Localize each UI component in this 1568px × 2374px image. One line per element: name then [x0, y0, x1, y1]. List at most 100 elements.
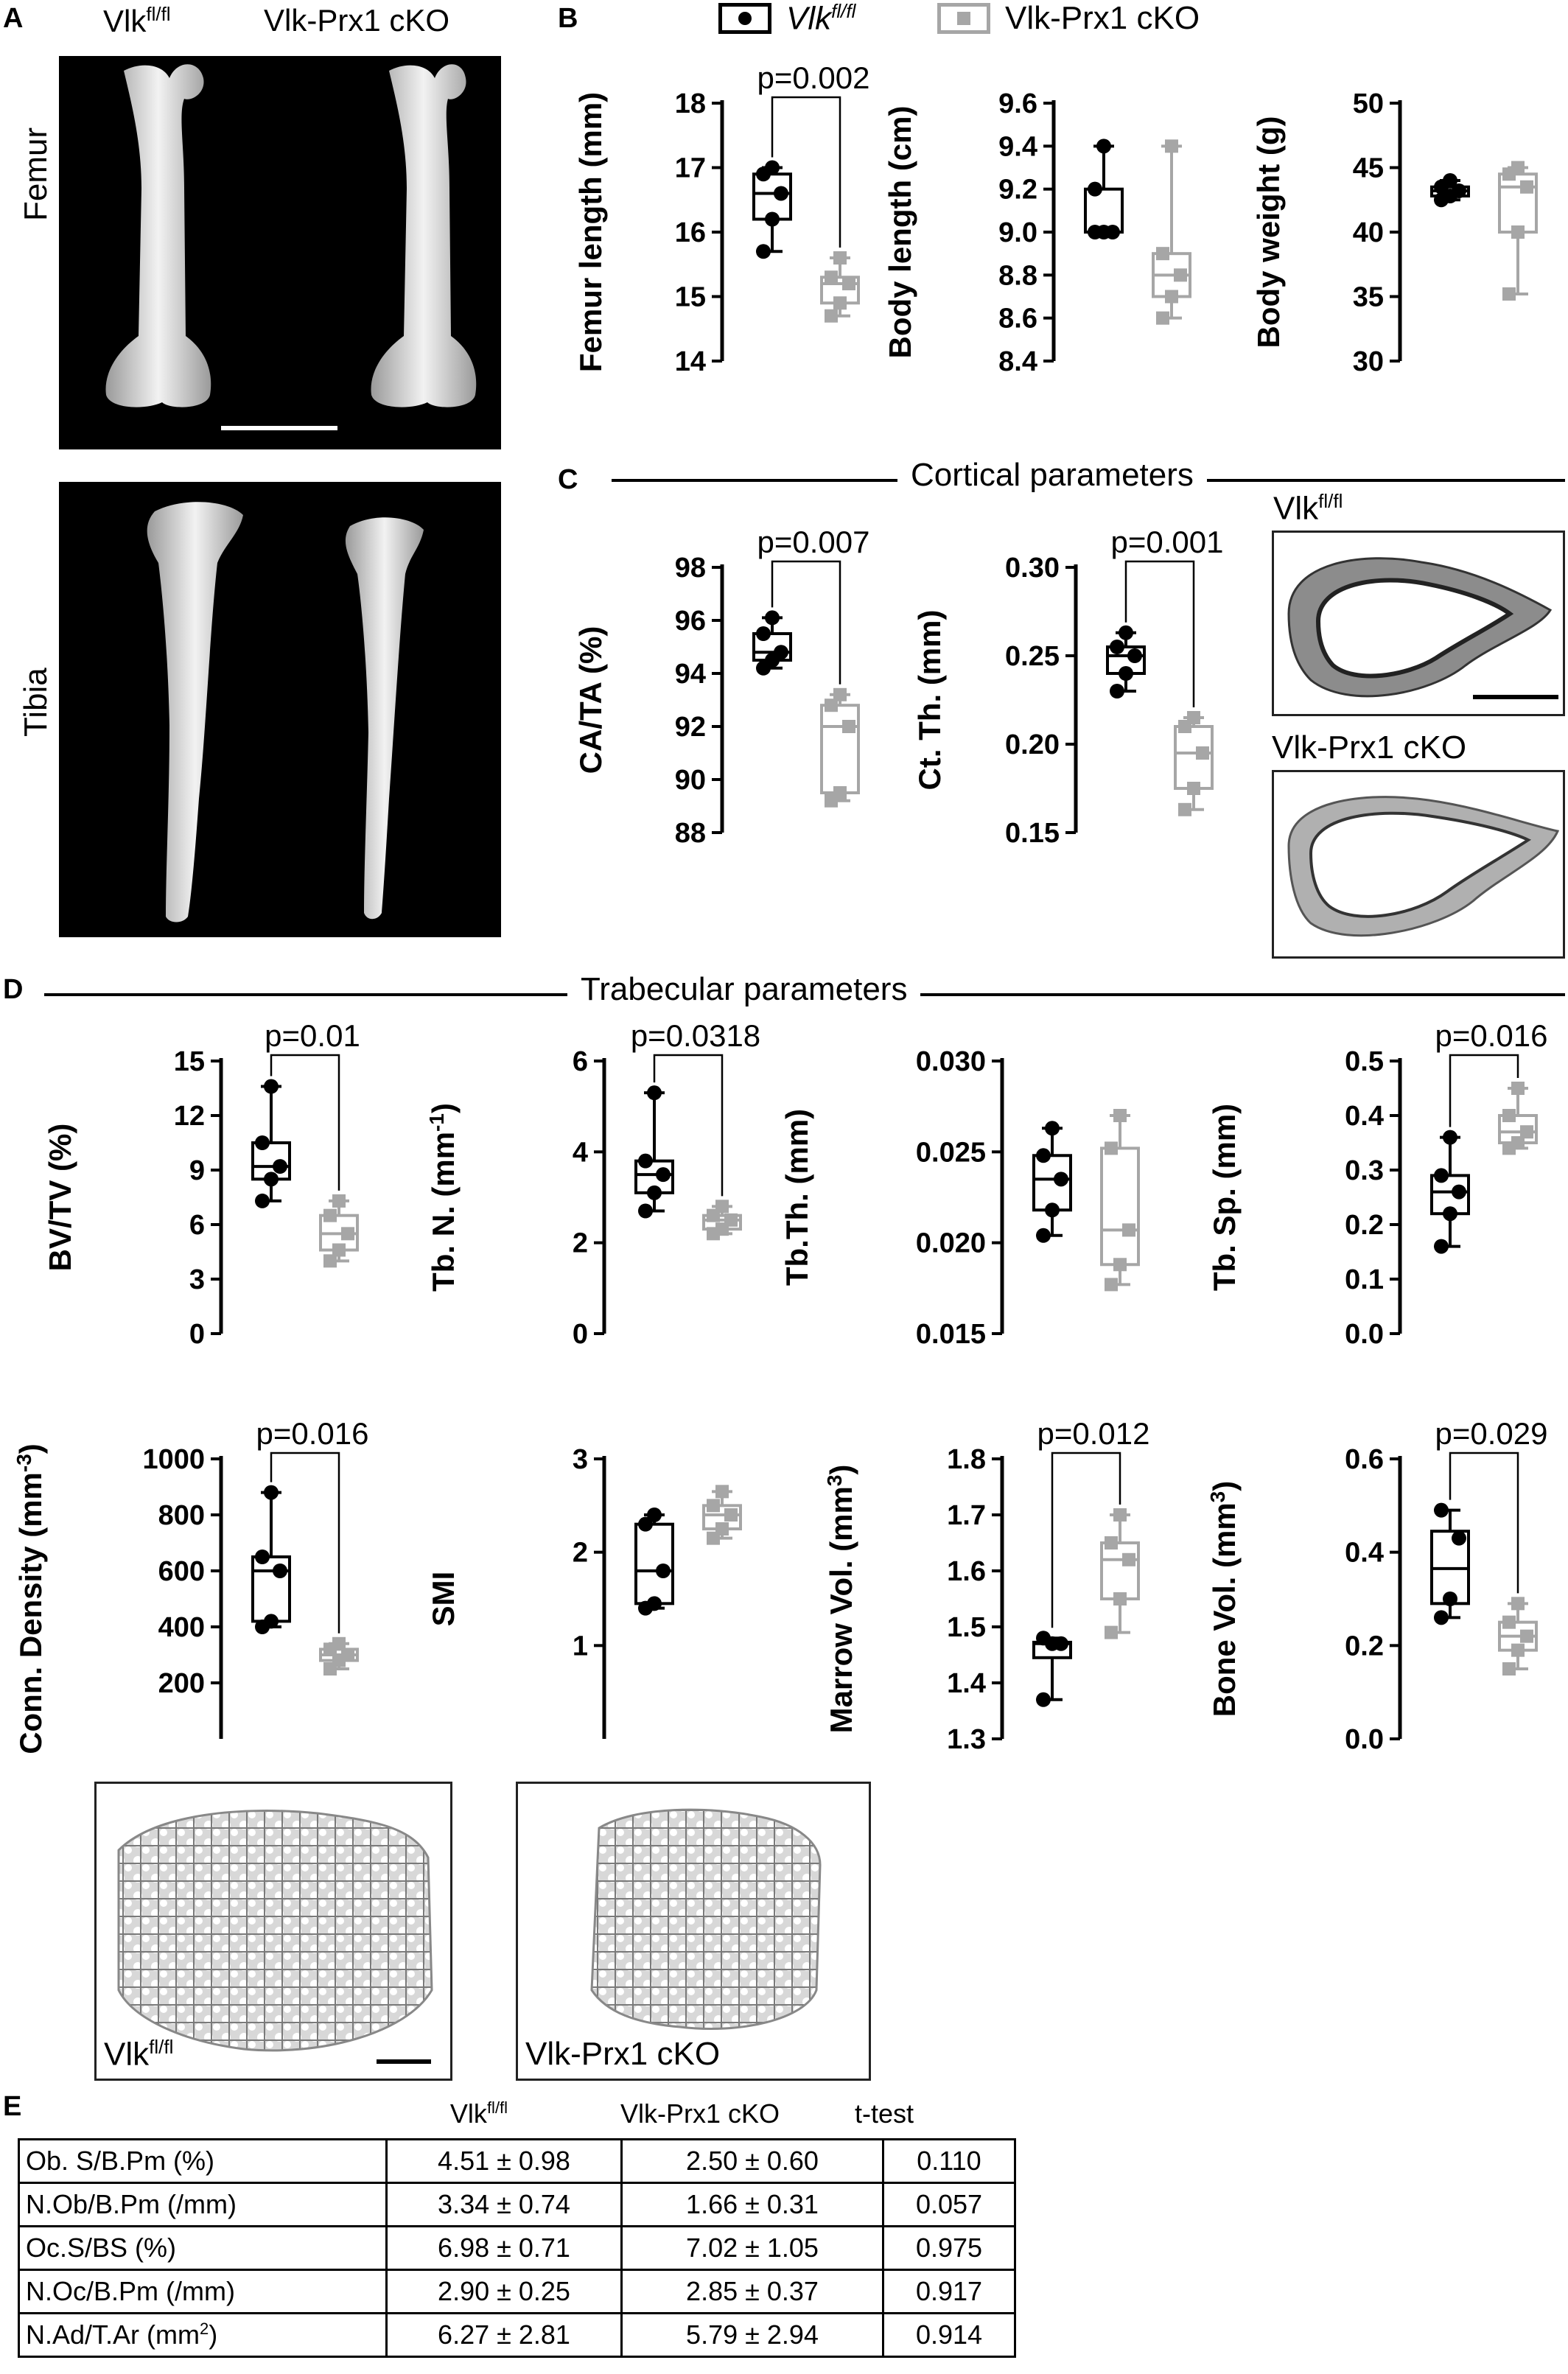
- y-tick-label: 1.5: [947, 1612, 986, 1643]
- y-tick-label: 94: [675, 659, 706, 690]
- data-point: [833, 296, 847, 310]
- data-point: [1122, 1552, 1135, 1566]
- y-axis-label-text: Tb. Sp. (mm): [1208, 1104, 1242, 1291]
- y-tick-label: 16: [675, 217, 706, 248]
- y-tick-label: 40: [1353, 217, 1384, 248]
- data-point: [1036, 1692, 1051, 1707]
- data-point: [1452, 1184, 1466, 1200]
- y-tick-label: 0.030: [916, 1046, 986, 1077]
- table-header-wt: Vlkfl/fl: [449, 2098, 508, 2129]
- y-tick-label: 200: [158, 1668, 205, 1699]
- y-tick-label: 0.015: [916, 1319, 986, 1350]
- y-axis-label: BV/TV (%): [44, 1124, 77, 1272]
- data-point: [756, 626, 771, 641]
- data-point: [1520, 1629, 1533, 1643]
- p-value-label: p=0.0318: [631, 1018, 760, 1053]
- trabecular-render-wt-drawing: [117, 1810, 433, 2064]
- panel-letter-a: A: [3, 3, 24, 34]
- p-value-label: p=0.016: [256, 1416, 369, 1451]
- p-value-label: p=0.016: [1435, 1018, 1548, 1053]
- data-point: [1434, 1239, 1449, 1254]
- data-point: [1511, 161, 1525, 175]
- data-point: [255, 1193, 270, 1208]
- p-value-label: p=0.029: [1435, 1416, 1548, 1451]
- data-point: [647, 1185, 662, 1200]
- data-point: [1434, 1168, 1449, 1183]
- data-point: [825, 270, 838, 284]
- cortical-render-label-wt: Vlkfl/fl: [1273, 490, 1343, 527]
- data-point: [323, 1254, 337, 1268]
- y-axis-label: Conn. Density (mm-3): [15, 1443, 48, 1754]
- data-point: [1511, 225, 1525, 239]
- data-point: [724, 1213, 738, 1227]
- data-point: [765, 610, 780, 626]
- y-tick-label: 4: [573, 1137, 588, 1168]
- legend-ko-swatch: [937, 3, 990, 34]
- y-axis-label: Tb. N. (mm-1): [427, 1103, 461, 1292]
- y-axis-label: SMI: [427, 1572, 461, 1627]
- xray-label-wt: Vlkfl/fl: [103, 3, 171, 38]
- y-tick-label: 8.8: [998, 260, 1037, 291]
- data-point: [1165, 290, 1178, 304]
- data-point: [842, 277, 855, 290]
- table-row: Oc.S/BS (%) 6.98 ± 0.71 7.02 ± 1.05 0.97…: [18, 2225, 1016, 2271]
- y-axis-label-text: Body weight (g): [1253, 116, 1286, 349]
- data-point: [1105, 1625, 1118, 1639]
- significance-bracket: [270, 1054, 340, 1191]
- data-point: [825, 309, 838, 323]
- data-point: [1511, 1082, 1525, 1095]
- data-point: [1156, 311, 1169, 325]
- data-point: [1054, 1172, 1068, 1187]
- y-tick-label: 2: [573, 1538, 588, 1569]
- data-point: [724, 1508, 738, 1522]
- data-point: [1511, 1136, 1525, 1149]
- y-axis-label: CA/TA (%): [575, 626, 608, 774]
- data-point: [656, 1167, 671, 1183]
- y-axis-label-sup: 3: [825, 1475, 846, 1487]
- femur-xray-drawing: [105, 64, 477, 430]
- data-point: [1452, 183, 1466, 198]
- data-point: [707, 1499, 720, 1513]
- data-point: [756, 244, 771, 259]
- y-tick-label: 1.8: [947, 1444, 986, 1475]
- data-point: [1165, 139, 1178, 153]
- y-axis-label-sup: -1: [427, 1113, 448, 1132]
- table-row: N.Ad/T.Ar (mm2) 6.27 ± 2.81 5.79 ± 2.94 …: [18, 2312, 1016, 2358]
- y-tick-label: 400: [158, 1612, 205, 1643]
- y-tick-label: 0.30: [1005, 553, 1060, 584]
- y-tick-label: 0.20: [1005, 729, 1060, 760]
- data-point: [1036, 1228, 1051, 1243]
- y-axis-label-text: Marrow Vol. (mm: [825, 1486, 858, 1733]
- tibia-xray-image: [59, 482, 501, 937]
- data-point: [341, 1227, 354, 1241]
- significance-bracket: [1449, 1452, 1519, 1594]
- p-value-label: p=0.001: [1111, 525, 1224, 559]
- y-axis-label-text: SMI: [427, 1572, 461, 1627]
- cortical-render-label-ko: Vlk-Prx1 cKO: [1272, 729, 1467, 766]
- y-tick-label: 6: [189, 1210, 205, 1241]
- y-tick-label: 96: [675, 606, 706, 637]
- y-tick-label: 45: [1353, 153, 1384, 184]
- data-point: [1443, 1592, 1457, 1606]
- table-header-ttest: t-test: [854, 2098, 914, 2129]
- data-point: [765, 211, 780, 227]
- y-tick-label: 0.25: [1005, 641, 1060, 672]
- y-tick-label: 30: [1353, 346, 1384, 377]
- y-tick-label: 98: [675, 553, 706, 584]
- p-value-label: p=0.007: [757, 525, 870, 559]
- row-ko-value: 7.02 ± 1.05: [620, 2225, 884, 2271]
- p-value-label: p=0.01: [265, 1018, 360, 1053]
- row-ko-value: 2.50 ± 0.60: [620, 2138, 884, 2184]
- row-label: N.Oc/B.Pm (/mm): [18, 2269, 388, 2314]
- trabecular-render-label-wt: Vlkfl/fl: [104, 2036, 174, 2073]
- trabecular-render-wt: Vlkfl/fl: [94, 1782, 452, 2081]
- data-point: [825, 698, 838, 712]
- cortical-render-wt-drawing: [1287, 557, 1558, 699]
- data-point: [774, 645, 788, 660]
- table-row: N.Oc/B.Pm (/mm) 2.90 ± 0.25 2.85 ± 0.37 …: [18, 2269, 1016, 2314]
